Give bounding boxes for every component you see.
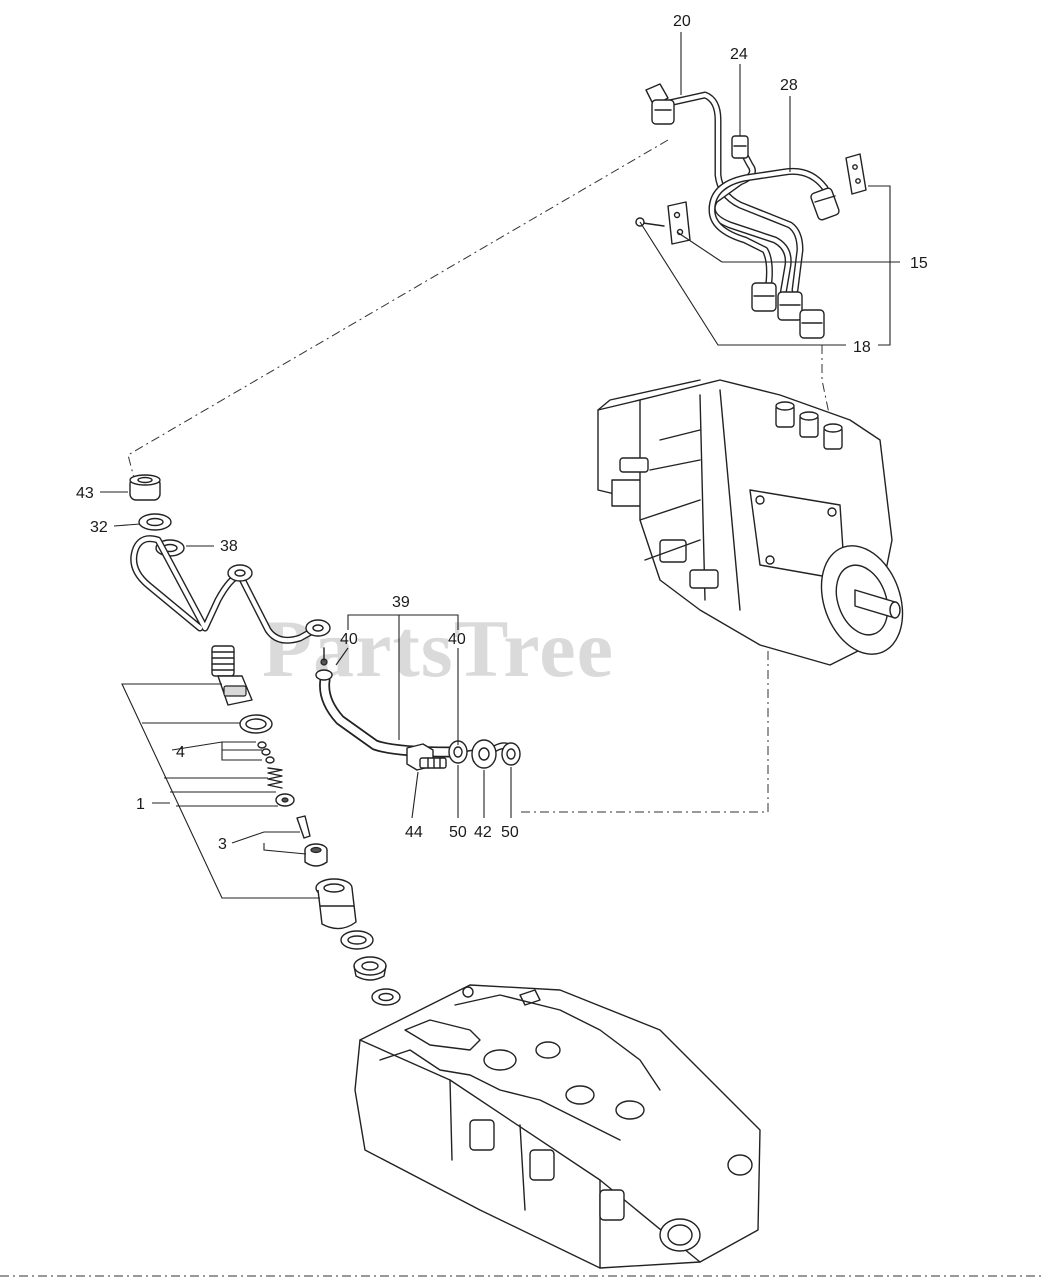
pipe-nut-28: [810, 187, 840, 221]
washer-32: [138, 513, 172, 531]
banjo-bolt-44: [406, 743, 447, 771]
callout-24: 24: [730, 46, 748, 63]
cylinder-head: [354, 984, 761, 1269]
return-hose-group: [315, 614, 521, 771]
injection-pump: [597, 379, 904, 666]
watermark: PartsTree: [262, 603, 614, 694]
nozzle-nut: [315, 878, 357, 930]
washer-50-left: [448, 740, 468, 764]
nut-43: [129, 474, 161, 501]
callout-32: 32: [90, 519, 108, 536]
callout-20: 20: [673, 13, 691, 30]
injection-nozzle-assembly: [211, 645, 401, 1006]
pipe-nut-20: [645, 83, 675, 125]
pipe-nut-24: [731, 135, 749, 159]
callout-44: 44: [405, 824, 423, 841]
callout-40-right: 40: [448, 631, 466, 648]
callout-3: 3: [218, 836, 227, 853]
callout-39: 39: [392, 594, 410, 611]
callout-18: 18: [853, 339, 871, 356]
nozzle-holder: [211, 645, 253, 706]
upper-leaders: [639, 32, 900, 346]
callout-42: 42: [474, 824, 492, 841]
callout-4: 4: [176, 744, 185, 761]
delivery-valve-holders: [775, 401, 843, 450]
callout-labels: 20 24 28 15 18 43 32 38 39 40 40 4 1 3 4…: [76, 13, 928, 853]
pipe-clamp-right: [845, 153, 867, 195]
leak-off-pipe-group: [129, 474, 331, 644]
clip-40-left: [315, 647, 333, 681]
callout-38: 38: [220, 538, 238, 555]
nozzle-leaders: [121, 683, 320, 899]
callout-40-left: 40: [340, 631, 358, 648]
callout-1: 1: [136, 796, 145, 813]
pipe-clamp-15: [667, 201, 691, 245]
callout-short-leaders: [100, 491, 512, 819]
callout-50-right: 50: [501, 824, 519, 841]
washer-50-right: [501, 742, 521, 766]
callout-28: 28: [780, 77, 798, 94]
callout-43: 43: [76, 485, 94, 502]
callout-50-left: 50: [449, 824, 467, 841]
nozzle-tip: [304, 843, 328, 867]
callout-15: 15: [910, 255, 928, 272]
pipe-lower-nuts: [751, 282, 825, 339]
injection-pipe-set: [635, 83, 867, 339]
banjo-fitting-42: [471, 739, 497, 769]
